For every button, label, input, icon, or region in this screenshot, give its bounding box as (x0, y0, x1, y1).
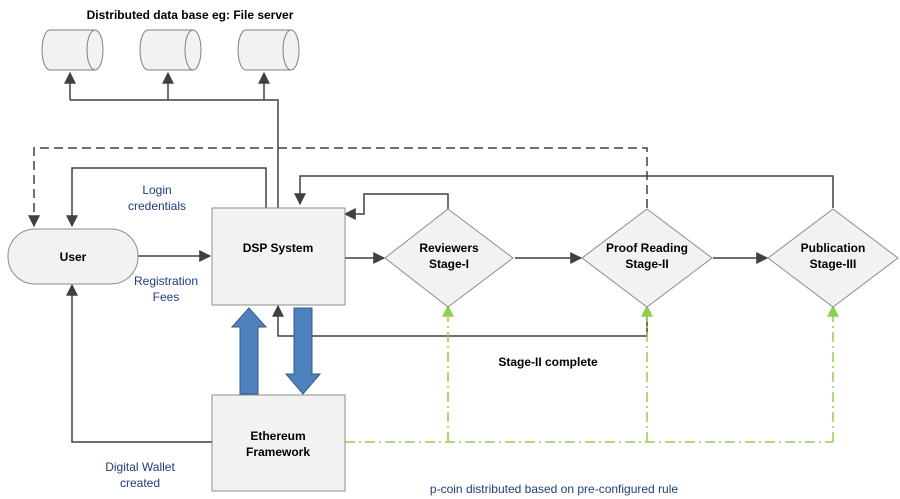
ethereum-framework-node (211, 394, 346, 492)
ethereum-to-user-arrow (66, 283, 212, 443)
proof-reading-stage2-diamond (581, 208, 713, 308)
diagram-title: Distributed data base eg: File server (87, 8, 294, 22)
stage2-complete-label: Stage-II complete (498, 355, 598, 369)
reviewers-label-line2: Stage-I (429, 257, 469, 271)
publication-stage3-diamond (767, 208, 899, 308)
dsp-to-database-connector (64, 71, 279, 208)
reviewers-label-line1: Reviewers (419, 241, 479, 255)
registration-label-line2: Fees (153, 290, 180, 304)
database-cylinder-2 (139, 29, 202, 71)
pcoin-distribution-lines (345, 304, 839, 443)
ethereum-to-dsp-block-arrow (230, 307, 268, 395)
dsp-system-node (211, 207, 346, 306)
dsp-to-ethereum-block-arrow (284, 307, 322, 395)
dsp-label: DSP System (243, 241, 313, 255)
ethereum-label-line2: Framework (246, 445, 310, 459)
publication-to-dsp-arrow (294, 175, 834, 208)
login-label-line2: credentials (128, 199, 186, 213)
wallet-label-line1: Digital Wallet (105, 460, 175, 474)
user-node (7, 228, 139, 285)
user-label: User (60, 250, 87, 264)
pcoin-label: p-coin distributed based on pre-configur… (430, 482, 678, 496)
registration-label-line1: Registration (134, 274, 198, 288)
reviewers-to-dsp-arrow (343, 193, 449, 220)
login-label-line1: Login (142, 183, 171, 197)
stage2-to-dsp-arrow (272, 303, 648, 337)
publication-label-line2: Stage-III (810, 257, 857, 271)
wallet-label-line2: created (120, 476, 160, 490)
proof-label-line2: Stage-II (625, 257, 668, 271)
publication-label-line1: Publication (801, 241, 866, 255)
database-cylinder-3 (237, 29, 300, 71)
proof-to-user-dashed-arrow (28, 147, 648, 228)
database-cylinder-1 (41, 29, 104, 71)
dsp-to-user-login-arrow (66, 167, 267, 228)
reviewers-stage1-diamond (384, 208, 514, 308)
proof-label-line1: Proof Reading (606, 241, 688, 255)
ethereum-label-line1: Ethereum (250, 429, 305, 443)
